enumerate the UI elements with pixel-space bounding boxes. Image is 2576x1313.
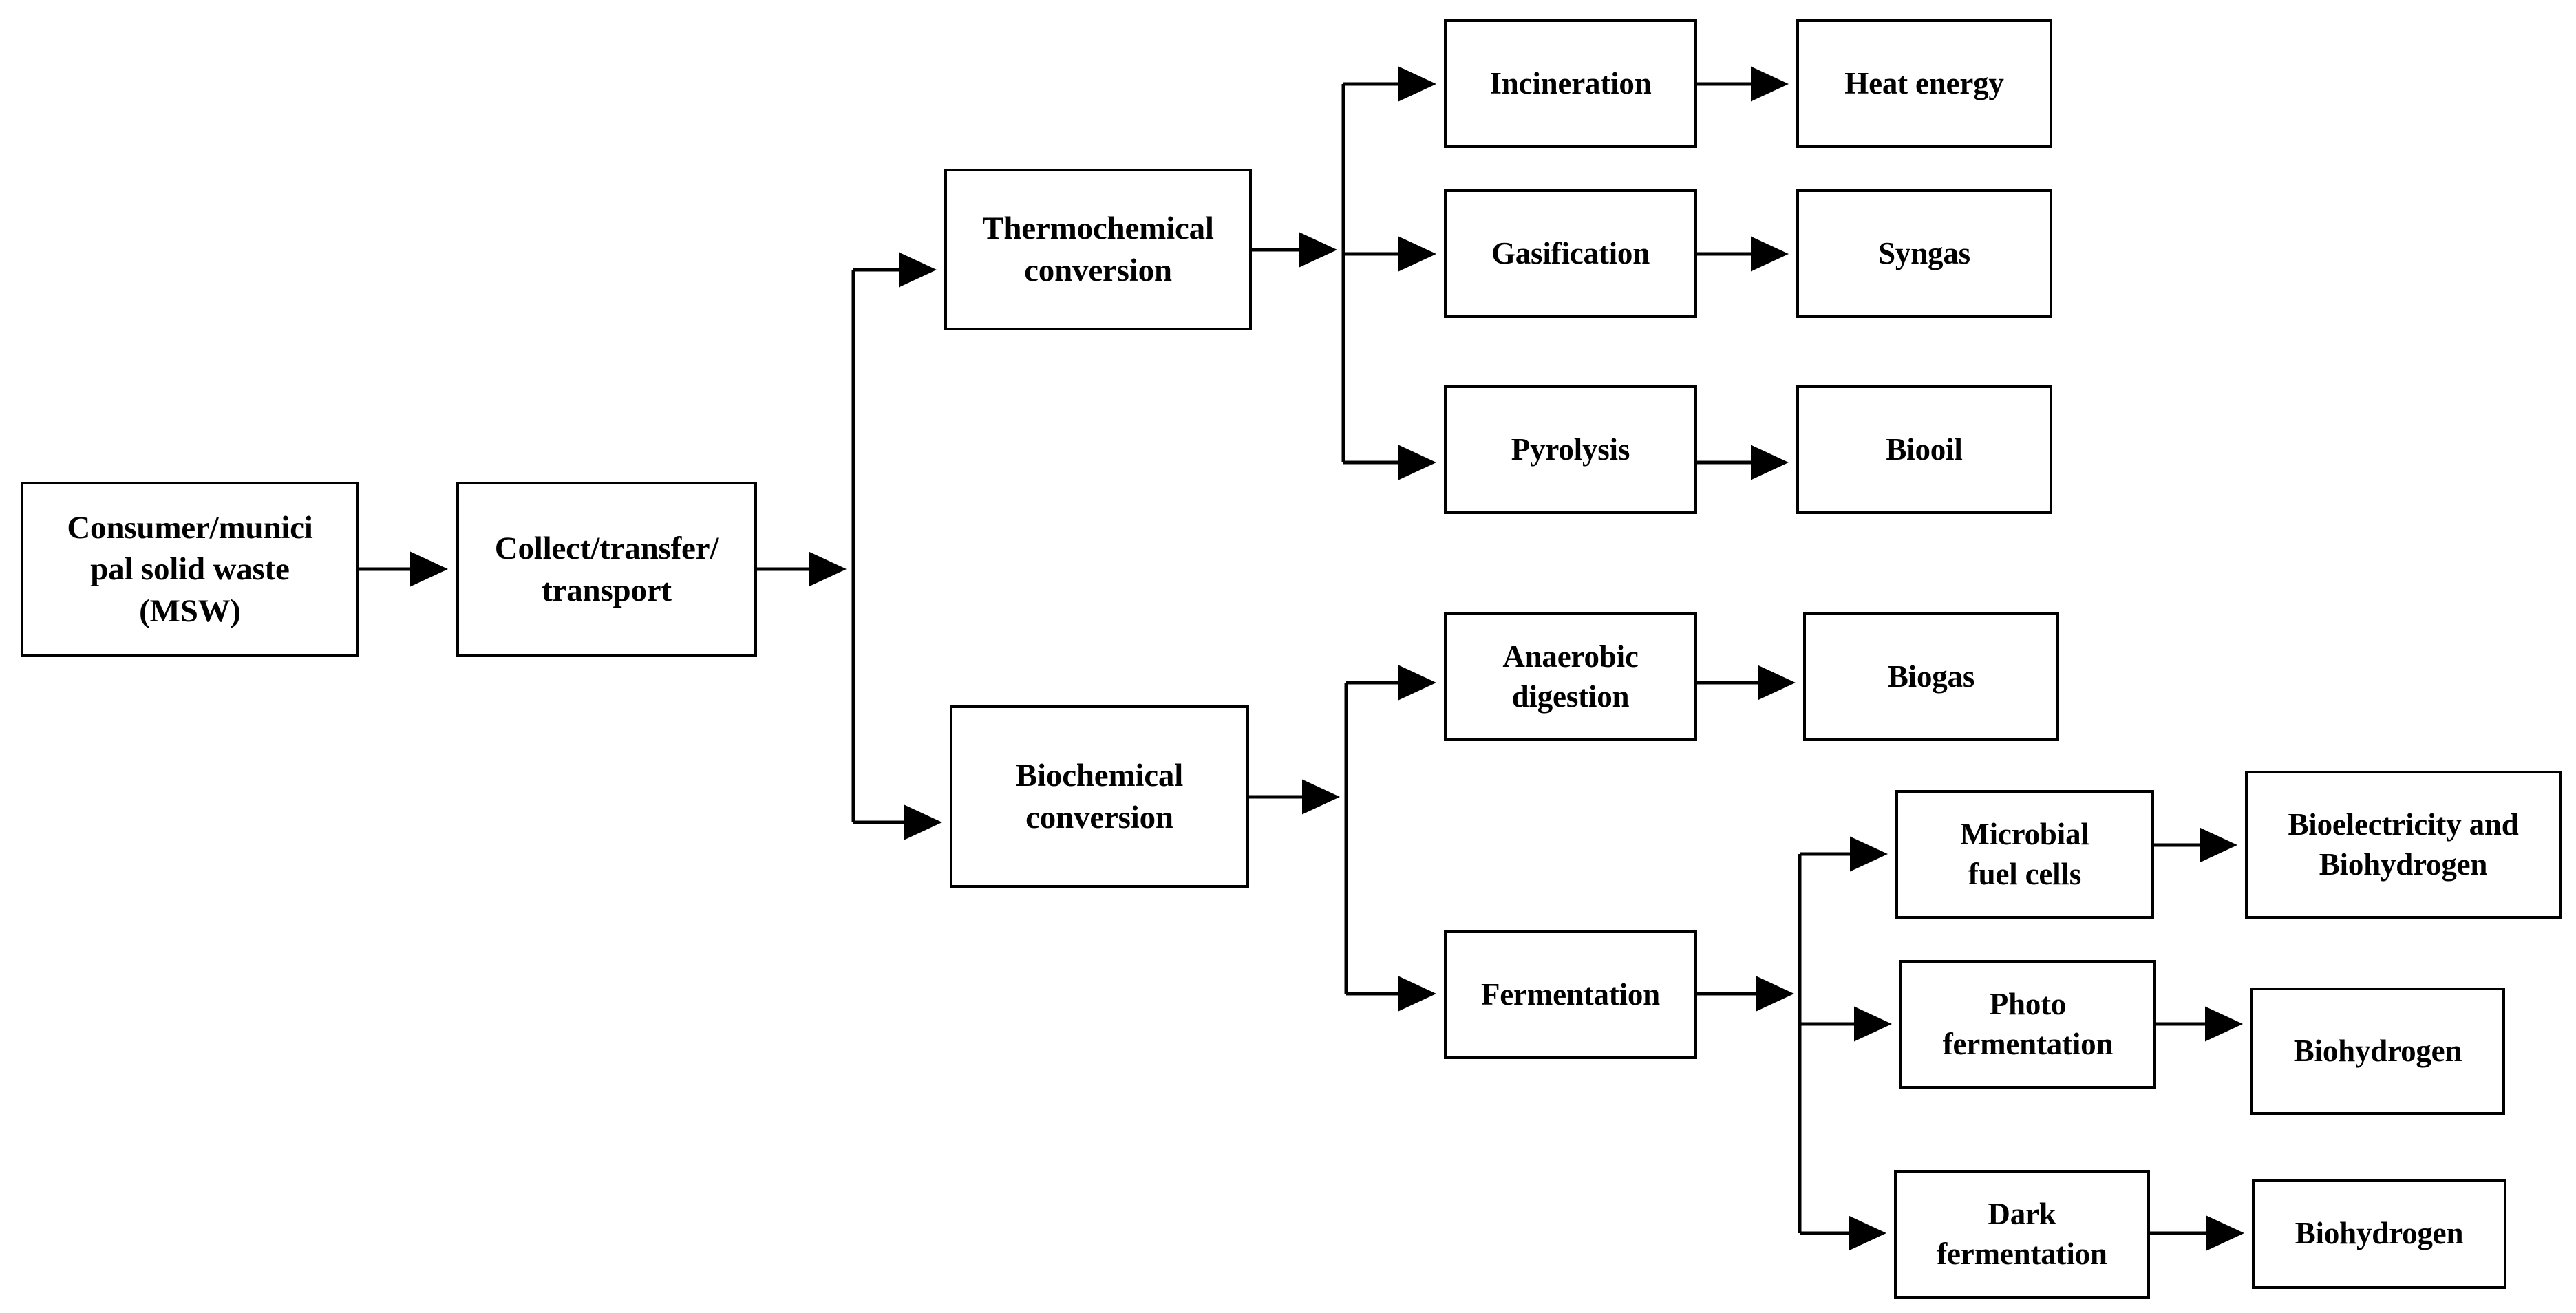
node-microbial-fuel-cells[interactable]: Microbial fuel cells <box>1895 790 2154 919</box>
node-label: Microbial fuel cells <box>1960 816 2089 891</box>
node-photo-fermentation[interactable]: Photo fermentation <box>1899 960 2156 1089</box>
node-label: Biohydrogen <box>2293 1033 2462 1068</box>
node-syngas[interactable]: Syngas <box>1796 189 2052 318</box>
node-dark-fermentation[interactable]: Dark fermentation <box>1894 1170 2150 1299</box>
node-label: Heat energy <box>1844 65 2004 100</box>
node-biooil[interactable]: Biooil <box>1796 385 2052 514</box>
node-biohydrogen-dark[interactable]: Biohydrogen <box>2252 1179 2506 1289</box>
node-label: Biohydrogen <box>2295 1216 2464 1251</box>
node-pyrolysis[interactable]: Pyrolysis <box>1444 385 1697 514</box>
node-fermentation[interactable]: Fermentation <box>1444 930 1697 1059</box>
node-label: Fermentation <box>1480 976 1661 1012</box>
node-biohydrogen-photo[interactable]: Biohydrogen <box>2250 988 2505 1115</box>
node-bioelectricity-and-biohydrogen[interactable]: Bioelectricity and Biohydrogen <box>2245 771 2562 919</box>
node-label: Bioelectricity and Biohydrogen <box>2288 807 2519 882</box>
node-label: Pyrolysis <box>1511 431 1630 467</box>
node-thermochemical-conversion[interactable]: Thermochemical conversion <box>944 169 1252 330</box>
node-label: Syngas <box>1878 235 1970 270</box>
node-label: Photo fermentation <box>1942 986 2114 1061</box>
node-gasification[interactable]: Gasification <box>1444 189 1697 318</box>
node-collect-transfer-transport[interactable]: Collect/transfer/ transport <box>456 482 757 657</box>
node-label: Gasification <box>1491 235 1650 270</box>
node-label: Collect/transfer/ transport <box>494 531 719 608</box>
node-incineration[interactable]: Incineration <box>1444 19 1697 148</box>
node-biogas[interactable]: Biogas <box>1803 612 2059 741</box>
node-label: Biooil <box>1886 431 1963 467</box>
node-anaerobic-digestion[interactable]: Anaerobic digestion <box>1444 612 1697 741</box>
node-label: Anaerobic digestion <box>1502 639 1639 714</box>
node-label: Incineration <box>1489 65 1652 100</box>
node-consumer-municipal-solid-waste[interactable]: Consumer/munici pal solid waste (MSW) <box>21 482 359 657</box>
node-label: Dark fermentation <box>1937 1196 2107 1271</box>
node-heat-energy[interactable]: Heat energy <box>1796 19 2052 148</box>
node-biochemical-conversion[interactable]: Biochemical conversion <box>950 705 1249 888</box>
node-label: Thermochemical conversion <box>982 211 1214 288</box>
node-label: Biogas <box>1887 659 1975 694</box>
node-label: Consumer/munici pal solid waste (MSW) <box>67 510 313 629</box>
node-label: Biochemical conversion <box>1015 758 1184 835</box>
